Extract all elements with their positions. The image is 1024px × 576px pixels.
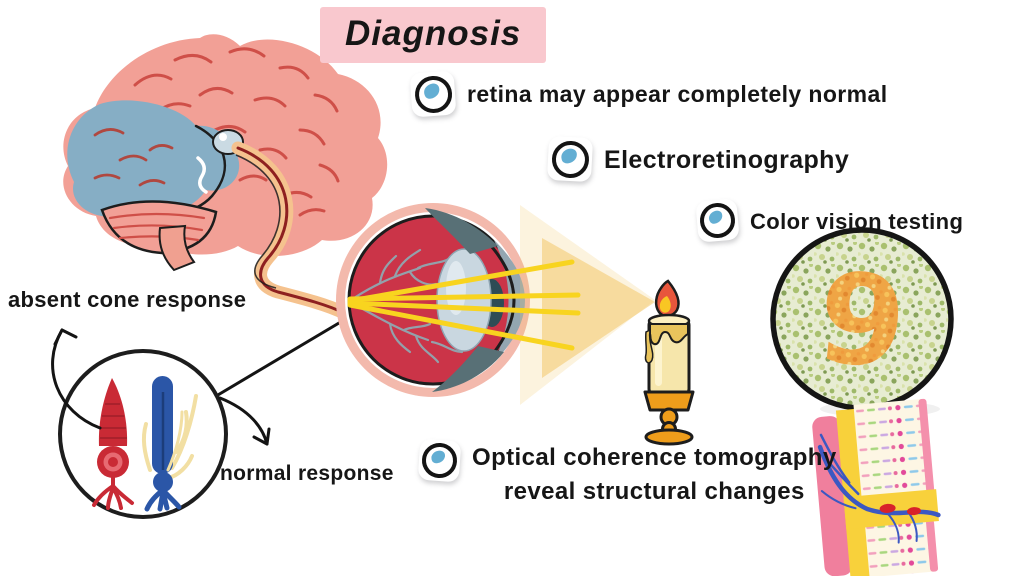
absent-cone-response-label: absent cone response xyxy=(8,287,247,312)
callout-line xyxy=(195,318,345,410)
bullet-electroretinography: Electroretinography xyxy=(546,135,850,183)
cone-cell xyxy=(92,378,134,510)
upper-lid xyxy=(425,208,498,254)
light-cone xyxy=(520,205,655,405)
retina-layers-illustration xyxy=(812,398,941,576)
normal-response-label: normal response xyxy=(220,462,394,485)
bullet-oct: Optical coherence tomography reveal stru… xyxy=(417,438,837,506)
rod-cell xyxy=(144,376,184,512)
bullet-color-vision: Color vision testing xyxy=(695,198,964,243)
photoreceptor-magnifier xyxy=(58,349,228,519)
lower-lid xyxy=(432,346,504,392)
light-rays xyxy=(347,259,581,351)
candle-illustration xyxy=(643,279,695,446)
bullet-retina-normal: retina may appear completely normal xyxy=(409,70,888,118)
bullet-oct-label-line2: reveal structural changes xyxy=(503,478,805,505)
eye-icon xyxy=(546,135,594,183)
arrow-absent-cone xyxy=(51,328,102,430)
brain-illustration xyxy=(63,34,388,272)
page-title: Diagnosis xyxy=(320,7,547,63)
bullet-oct-label-line1: Optical coherence tomography xyxy=(472,444,837,471)
eye-icon xyxy=(417,438,462,483)
optic-nerve xyxy=(231,141,351,320)
ishihara-plate: 9 xyxy=(770,227,954,417)
bullet-electroretinography-label: Electroretinography xyxy=(604,146,850,174)
eye-icon xyxy=(695,198,740,243)
eye-icon xyxy=(409,70,457,118)
arrow-normal-response xyxy=(218,396,271,446)
bullet-color-vision-label: Color vision testing xyxy=(750,209,964,234)
brainstem xyxy=(158,224,196,272)
bullet-retina-normal-label: retina may appear completely normal xyxy=(467,81,888,107)
ishihara-number: 9 xyxy=(811,245,913,398)
